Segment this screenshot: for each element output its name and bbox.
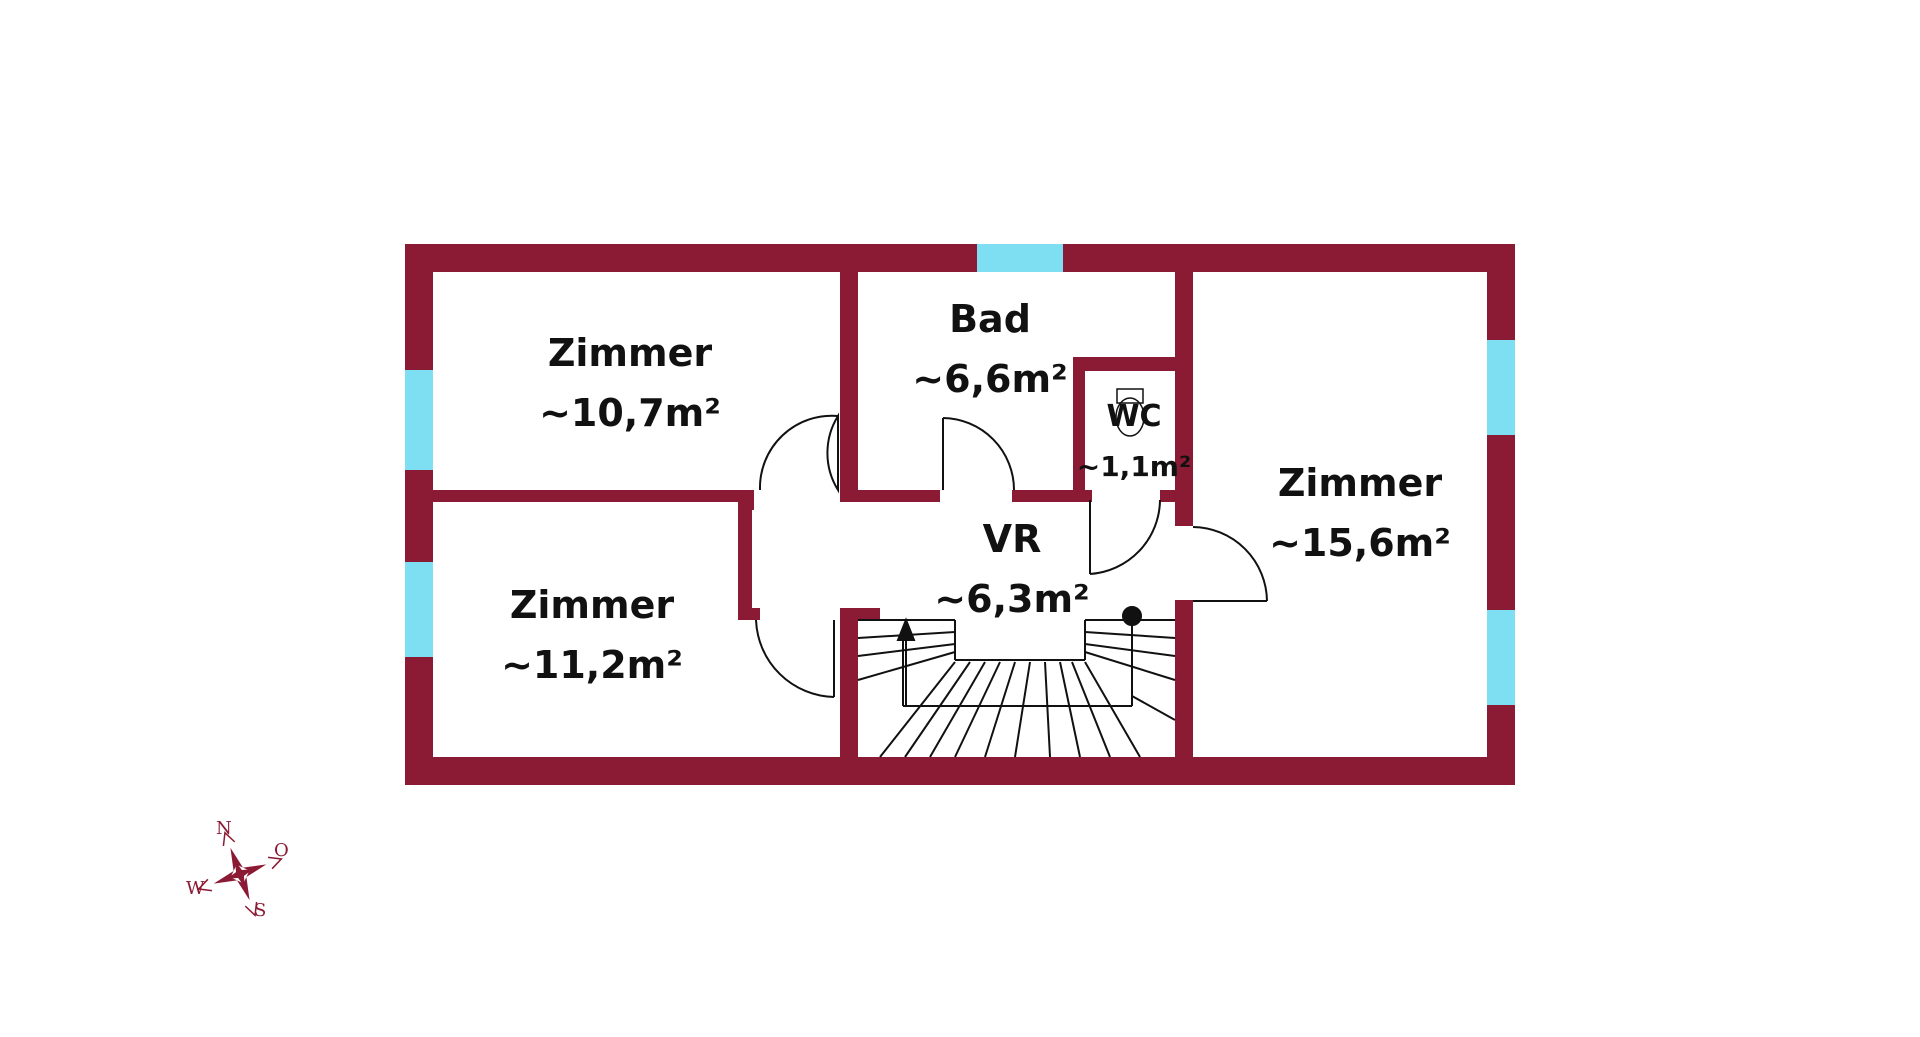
- room-area-wc: ~1,1m²: [1077, 450, 1192, 483]
- compass-west-label: W: [186, 878, 205, 899]
- compass-east-label: O: [274, 840, 289, 861]
- toilet-icon: [1115, 388, 1145, 437]
- window-zimmer-nw: [405, 370, 433, 470]
- door-wc-leaf: [1089, 499, 1161, 575]
- room-name-bad: Bad: [949, 297, 1031, 341]
- doors: [755, 412, 1268, 698]
- stair-start-dot-icon: [1122, 606, 1142, 626]
- door-zimmer-o-leaf: [1192, 526, 1268, 602]
- wall-bad-south-2: [1012, 490, 1092, 502]
- wall-zimmer-o-west: [1175, 600, 1193, 785]
- compass-rose-icon: [197, 831, 283, 917]
- wall-top: [405, 244, 1515, 272]
- room-area-zimmer-sw: ~11,2m²: [501, 643, 683, 687]
- compass-south-label: S: [254, 900, 266, 921]
- room-name-zimmer-sw: Zimmer: [510, 583, 675, 627]
- wall-stair-top-left: [840, 608, 880, 620]
- stair-arrow-icon: [896, 617, 916, 641]
- wall-zimmer-o-west-top: [1175, 496, 1193, 526]
- wall-bad-south: [840, 490, 940, 502]
- walls: [405, 244, 1515, 785]
- window-zimmer-o-bottom: [1487, 610, 1515, 705]
- windows: [405, 244, 1515, 705]
- wall-wc-north: [1073, 357, 1193, 371]
- room-area-bad: ~6,6m²: [912, 357, 1067, 401]
- wall-hall-west: [738, 490, 752, 620]
- wall-left: [405, 244, 433, 785]
- room-area-zimmer-nw: ~10,7m²: [539, 391, 721, 435]
- room-name-zimmer-o: Zimmer: [1278, 461, 1443, 505]
- door-zimmer-nw: [826, 412, 839, 494]
- window-zimmer-sw: [405, 562, 433, 657]
- window-bad: [977, 244, 1063, 272]
- room-name-wc: WC: [1106, 399, 1161, 434]
- room-area-vr: ~6,3m²: [934, 577, 1089, 621]
- wall-between-zimmer: [405, 490, 740, 502]
- wall-stair-west: [840, 608, 858, 785]
- wall-bottom: [405, 757, 1515, 785]
- door-bad-leaf: [942, 417, 1015, 491]
- wall-zimmer-nw-east: [840, 244, 858, 494]
- door-zimmer-sw-leaf: [755, 619, 835, 698]
- room-labels: Zimmer ~10,7m² Zimmer ~11,2m² Bad ~6,6m²…: [501, 297, 1451, 687]
- compass-north-label: N: [216, 818, 232, 839]
- door-zimmer-nw-leaf: [758, 414, 839, 491]
- window-zimmer-o-top: [1487, 340, 1515, 435]
- staircase: [857, 606, 1176, 758]
- room-name-vr: VR: [983, 517, 1042, 561]
- room-area-zimmer-o: ~15,6m²: [1269, 521, 1451, 565]
- room-name-zimmer-nw: Zimmer: [548, 331, 713, 375]
- wall-wc-west: [1073, 357, 1085, 497]
- wall-hall-west-bottom: [738, 608, 760, 620]
